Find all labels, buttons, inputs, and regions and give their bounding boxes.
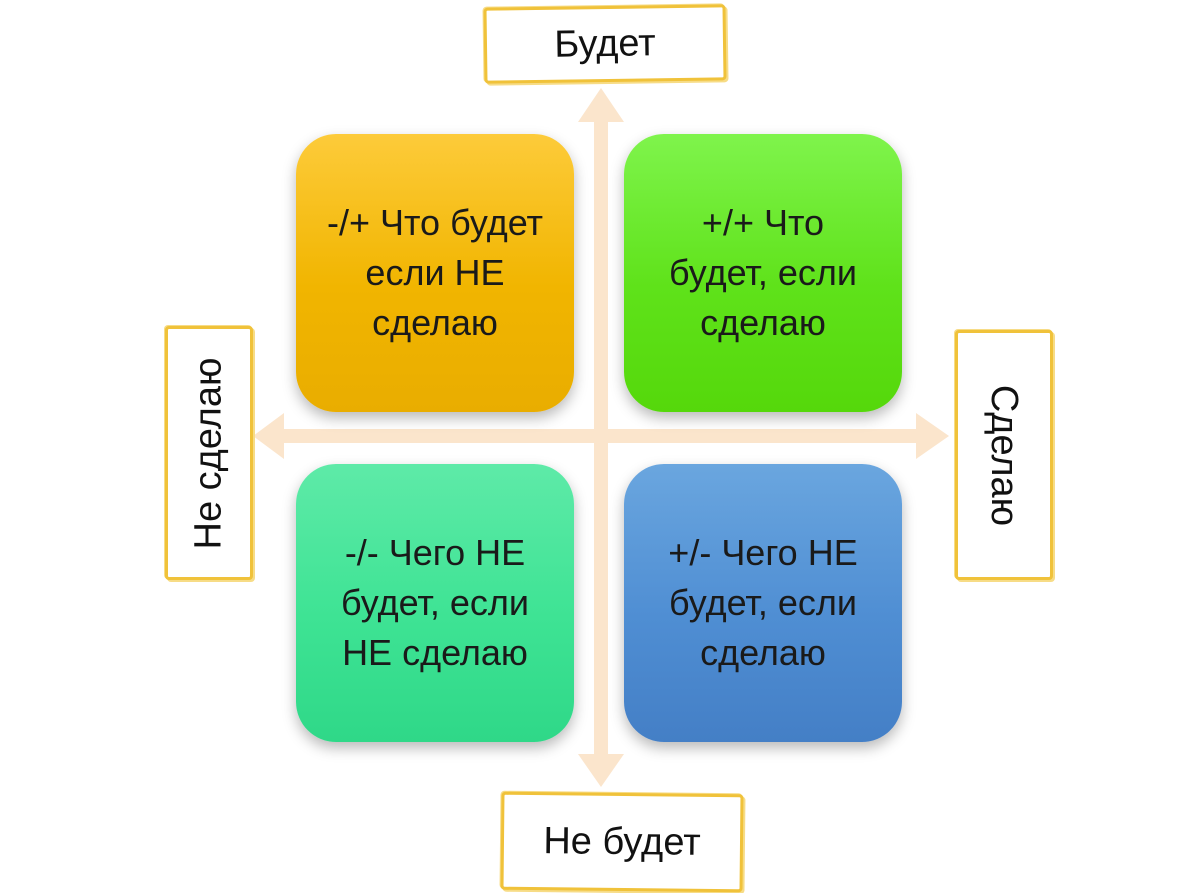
quadrant-top-left: -/+ Что будет если НЕ сделаю xyxy=(296,134,574,412)
axis-label-left: Не сделаю xyxy=(165,326,253,580)
left-arrowhead xyxy=(253,413,284,459)
quadrant-bottom-left-text: -/- Чего НЕ будет, если НЕ сделаю xyxy=(340,532,530,673)
axis-label-right-text: Сделаю xyxy=(983,384,1026,526)
quadrant-bottom-right: +/- Чего НЕ будет, если сделаю xyxy=(624,464,902,742)
quadrant-top-right: +/+ Что будет, если сделаю xyxy=(624,134,902,412)
quadrant-top-left-text: -/+ Что будет если НЕ сделаю xyxy=(326,202,544,343)
right-arrowhead xyxy=(916,413,949,459)
quadrant-top-right-text: +/+ Что будет, если сделаю xyxy=(668,202,858,343)
axis-label-left-text: Не сделаю xyxy=(187,357,230,549)
axis-label-right: Сделаю xyxy=(955,330,1053,580)
axis-label-bottom: Не будет xyxy=(500,791,744,893)
axis-label-top: Будет xyxy=(483,4,727,84)
horizontal-axis-shaft xyxy=(282,429,918,443)
quadrant-bottom-left: -/- Чего НЕ будет, если НЕ сделаю xyxy=(296,464,574,742)
down-arrowhead xyxy=(578,754,624,787)
axis-label-top-text: Будет xyxy=(554,21,656,66)
axis-label-bottom-text: Не будет xyxy=(543,819,701,864)
quadrant-bottom-right-text: +/- Чего НЕ будет, если сделаю xyxy=(668,532,858,673)
up-arrowhead xyxy=(578,88,624,122)
